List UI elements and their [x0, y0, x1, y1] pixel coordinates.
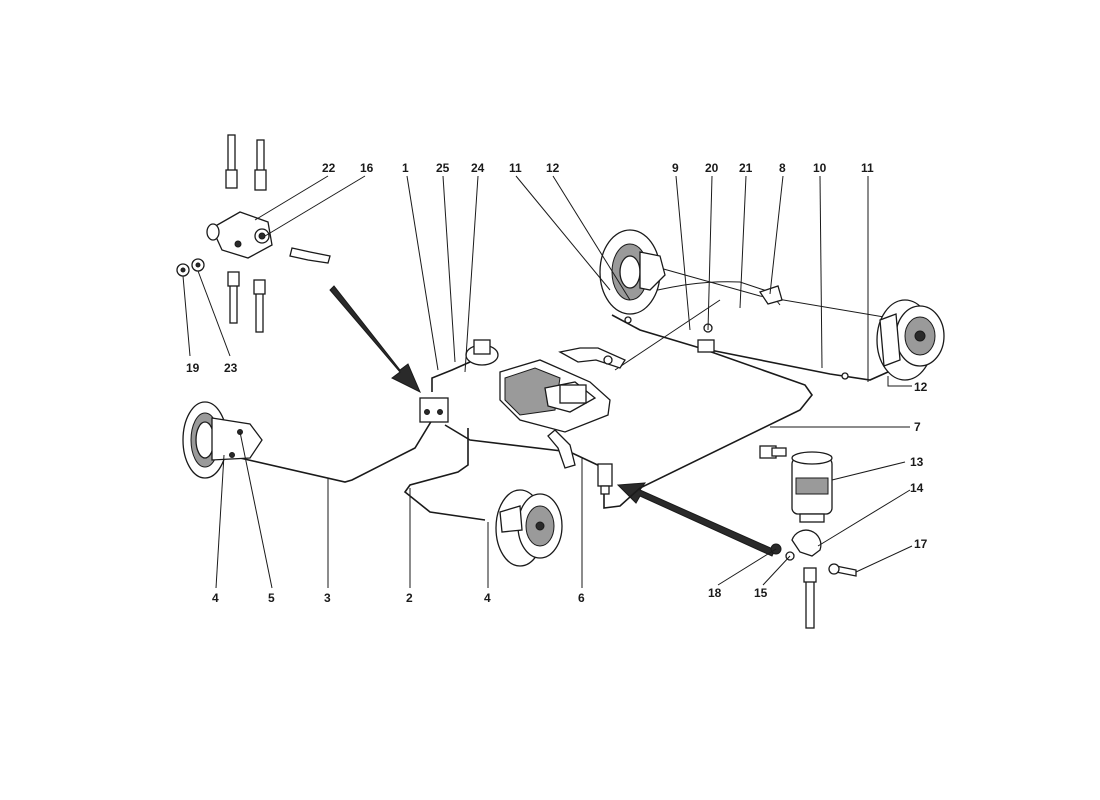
master-cylinder-servo [465, 339, 626, 469]
brake-pressure-sensor [597, 463, 613, 495]
rear-left-brake-disc [599, 229, 666, 315]
callout-12: 12 [914, 380, 928, 394]
callout-20: 20 [705, 161, 719, 175]
callout-11: 11 [861, 161, 874, 175]
callout-10: 10 [813, 161, 827, 175]
pressure-regulator-valve [176, 134, 331, 333]
callout-6: 6 [578, 591, 585, 605]
callout-7: 7 [914, 420, 921, 434]
callout-22: 22 [322, 161, 336, 175]
callout-18: 18 [708, 586, 722, 600]
callout-9: 9 [672, 161, 679, 175]
callout-24: 24 [471, 161, 485, 175]
pipe-fittings [624, 285, 849, 380]
callout-2: 2 [406, 591, 413, 605]
callout-5: 5 [268, 591, 275, 605]
pipe-junction-block [419, 397, 449, 423]
callout-15: 15 [754, 586, 768, 600]
rear-right-brake-disc [876, 299, 945, 381]
callout-23: 23 [224, 361, 238, 375]
callout-17: 17 [914, 537, 928, 551]
callout-3: 3 [324, 591, 331, 605]
front-left-brake-disc [182, 401, 263, 479]
callout-8: 8 [779, 161, 786, 175]
callout-1: 1 [402, 161, 409, 175]
callout-4: 4 [212, 591, 219, 605]
callout-16: 16 [360, 161, 374, 175]
callout-labels: 22 16 1 25 24 11 12 9 20 21 8 10 11 12 1… [186, 161, 928, 605]
callout-11: 11 [509, 161, 522, 175]
callout-13: 13 [910, 455, 924, 469]
callout-4: 4 [484, 591, 491, 605]
fluid-reservoir-group [759, 445, 857, 629]
callout-19: 19 [186, 361, 200, 375]
callout-25: 25 [436, 161, 450, 175]
leader-lines [182, 175, 913, 589]
front-right-brake-disc [495, 489, 563, 567]
callout-21: 21 [739, 161, 753, 175]
callout-14: 14 [910, 481, 924, 495]
callout-12: 12 [546, 161, 560, 175]
direction-arrows [329, 285, 776, 557]
